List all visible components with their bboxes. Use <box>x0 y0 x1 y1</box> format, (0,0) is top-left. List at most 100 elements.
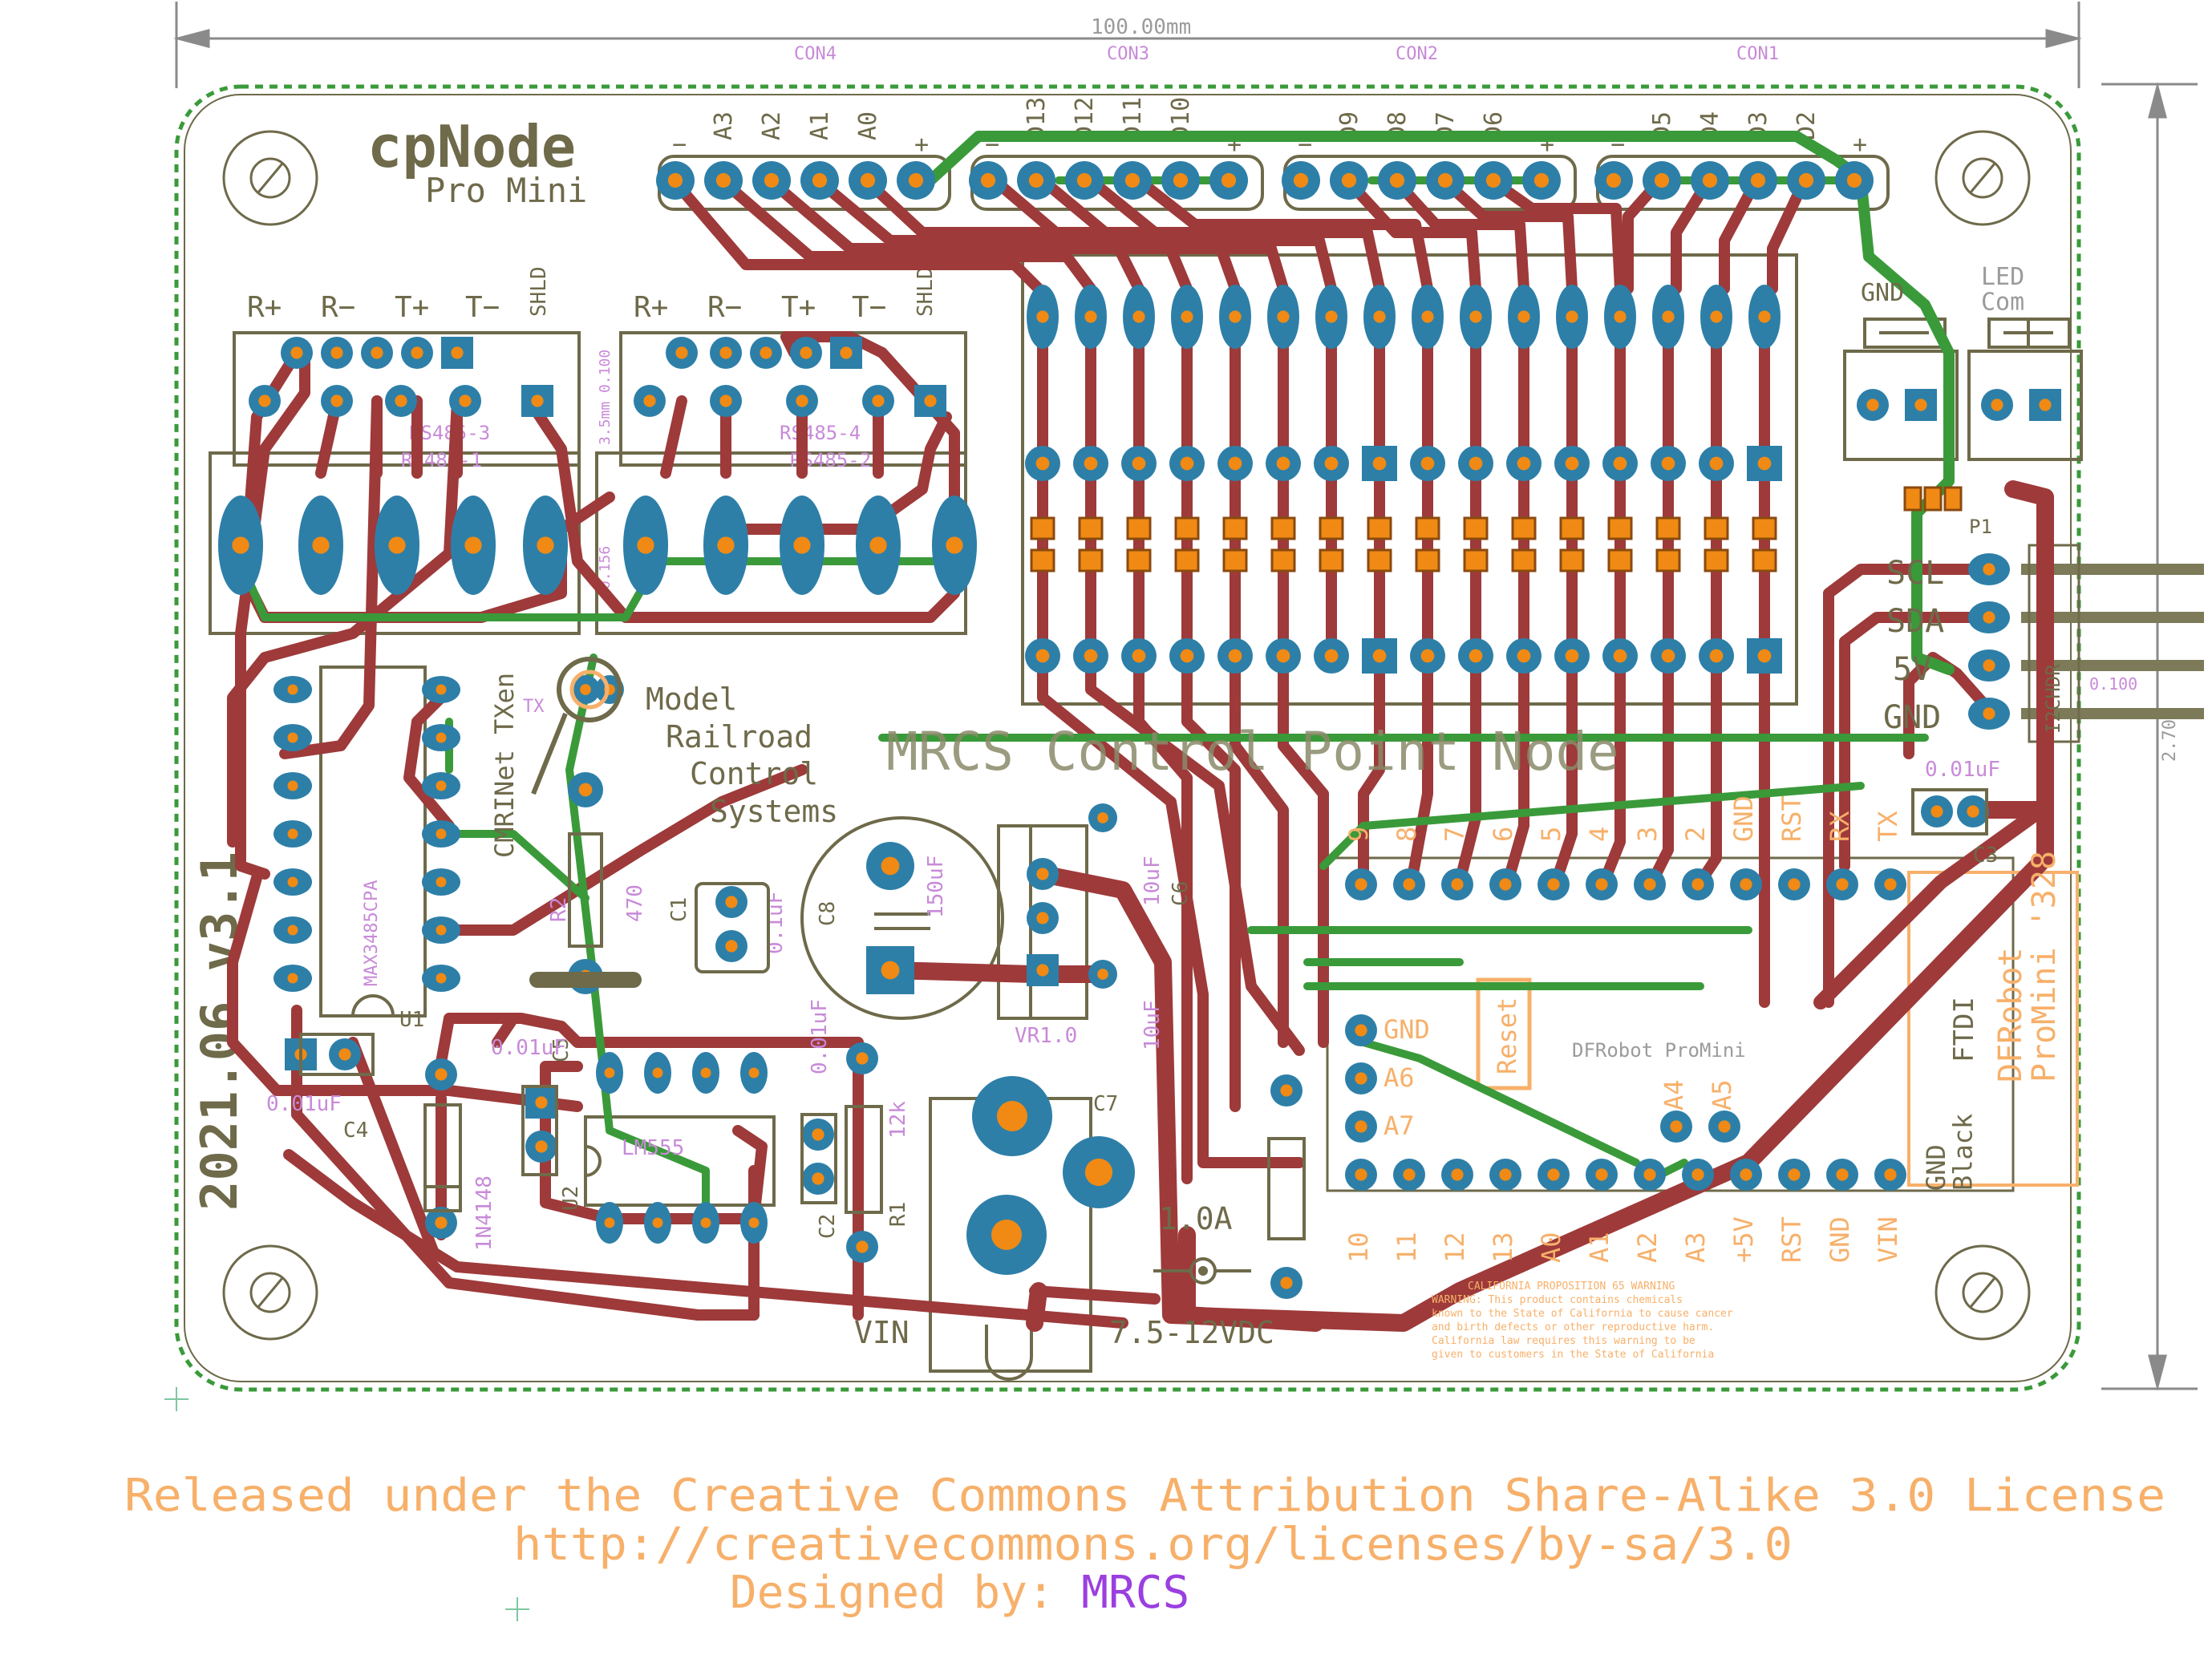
fuse-pad <box>1270 1267 1302 1299</box>
reset-label: Reset <box>1492 997 1522 1074</box>
u1-pad <box>422 965 460 992</box>
rs485-screw-pad <box>375 496 419 595</box>
con4-pin-4: A1 <box>806 111 834 140</box>
promini-pad-bot <box>1634 1159 1666 1191</box>
promini-bottom-4: 13 <box>1488 1232 1518 1263</box>
logo-pad <box>571 675 600 704</box>
promini-pad-bot <box>1441 1159 1473 1191</box>
led-com-line: LED <box>1981 263 2024 291</box>
promini-bottom-7: A2 <box>1632 1232 1663 1263</box>
rs485-screw-pad <box>703 496 748 595</box>
io-pad-mid <box>1362 446 1397 481</box>
rs485-pin-pad <box>862 385 894 417</box>
i2c-gnd: GND <box>1883 699 1941 736</box>
rs485-pin-pad <box>449 385 481 417</box>
rs485-pitch2: 0.156 <box>597 546 614 589</box>
polarity-symbol <box>1153 1257 1251 1285</box>
through-hole-pads <box>218 161 2061 1299</box>
jack-pad <box>966 1195 1047 1275</box>
io-pad-top <box>1700 285 1732 349</box>
io-pad-bot <box>1506 638 1542 674</box>
u1-pad <box>273 676 312 703</box>
board-version: 2021.06 v3.1 <box>190 852 249 1211</box>
designed-prefix: Designed by: <box>730 1567 1081 1619</box>
io-pad-mid <box>1651 446 1686 481</box>
i2c-sda: SDA <box>1886 603 1944 640</box>
io-pad-top <box>1267 285 1299 349</box>
c2-label: C2 <box>816 1214 840 1239</box>
header-pad <box>800 161 839 200</box>
vr-pad <box>1027 902 1059 934</box>
promini-bottom-11: GND <box>1825 1216 1855 1263</box>
promini-top-2: 8 <box>1392 827 1422 842</box>
rs485-left-label-4: T− <box>465 291 500 324</box>
header-pad <box>969 161 1007 200</box>
io-pad-mid <box>1506 446 1542 481</box>
io-pad-bot <box>1362 638 1397 674</box>
promini-pad-bot <box>1682 1159 1714 1191</box>
c3-value: 0.01uF <box>1925 758 2000 782</box>
header-pad <box>1835 161 1874 200</box>
designed-by: Designed by: MRCS <box>730 1567 1189 1619</box>
promini-pad-bot <box>1826 1159 1858 1191</box>
c2-pad <box>802 1119 834 1151</box>
jack-pad <box>1063 1136 1135 1208</box>
rs485-pin-pad <box>634 385 666 417</box>
p1-jumper-pad <box>1923 486 1943 512</box>
c7-label: C7 <box>1093 1092 1118 1116</box>
r1-label: R1 <box>886 1202 910 1227</box>
promini-pad-top <box>1826 868 1858 900</box>
c5-pad <box>525 1131 557 1163</box>
promini-pad-top <box>1634 868 1666 900</box>
prop65-line-4: and birth defects or other reproductive … <box>1432 1321 1714 1333</box>
promini-bottom-8: A3 <box>1680 1232 1711 1263</box>
license-url: http://creativecommons.org/licenses/by-s… <box>513 1519 1793 1571</box>
gnd-connector-label: GND <box>1861 279 1904 307</box>
header-pad <box>1739 161 1777 200</box>
fuse-label: 1.0A <box>1159 1201 1233 1236</box>
smd-resistor-pad <box>1559 548 1585 572</box>
rs485-right-label-4: T− <box>852 291 886 324</box>
u2-dip <box>584 1115 776 1207</box>
io-pad-bot <box>1602 638 1638 674</box>
promini-top-3: 7 <box>1440 827 1470 842</box>
rs485-left-label-3: T+ <box>395 291 429 324</box>
designer-name: MRCS <box>1081 1567 1189 1619</box>
c1-pad <box>715 930 747 962</box>
max-label: MAX3485CPA <box>362 880 382 986</box>
header-pad <box>849 161 887 200</box>
promini-extra-1: A4 <box>1659 1079 1689 1111</box>
smd-resistor-pad <box>1559 516 1585 540</box>
io-pad-top <box>1027 285 1059 349</box>
io-pad-top <box>1460 285 1492 349</box>
promini-pad-top <box>1586 868 1618 900</box>
c3-pad <box>1921 795 1953 827</box>
c2-pad <box>802 1163 834 1195</box>
c8-pad <box>866 842 914 890</box>
rs485-screw-pad <box>932 496 977 595</box>
rs485-hdr-pad <box>666 337 698 369</box>
vr-label: VR1.0 <box>1015 1024 1077 1048</box>
promini-bottom-9: +5V <box>1728 1216 1759 1263</box>
origin-markers <box>164 1387 529 1621</box>
promini-pad-bot <box>1586 1159 1618 1191</box>
promini-pad-top <box>1778 868 1810 900</box>
rs485-screw-pad <box>218 496 263 595</box>
gnd-black-line: GND <box>1921 1144 1951 1191</box>
u1-pad <box>422 868 460 896</box>
r2-label: R2 <box>547 897 571 922</box>
smd-resistor-pad <box>1607 548 1633 572</box>
logo-line-2: Railroad <box>666 719 812 755</box>
smd-resistor-pad <box>1704 548 1729 572</box>
rs485-hdr-pad <box>321 337 353 369</box>
promini-top-12: TX <box>1873 811 1903 842</box>
gnd-black-label: GND Black <box>1921 1114 1979 1191</box>
io-pad-mid <box>1266 446 1301 481</box>
u2-pad <box>644 1202 671 1244</box>
i2c-5v: 5V <box>1893 651 1931 688</box>
rs485-hdr-pad <box>750 337 782 369</box>
rs485-pitch: 3.5mm 0.100 <box>597 350 614 445</box>
header-pad <box>1691 161 1729 200</box>
rs485-pin-pad <box>786 385 818 417</box>
header-pad <box>752 161 791 200</box>
